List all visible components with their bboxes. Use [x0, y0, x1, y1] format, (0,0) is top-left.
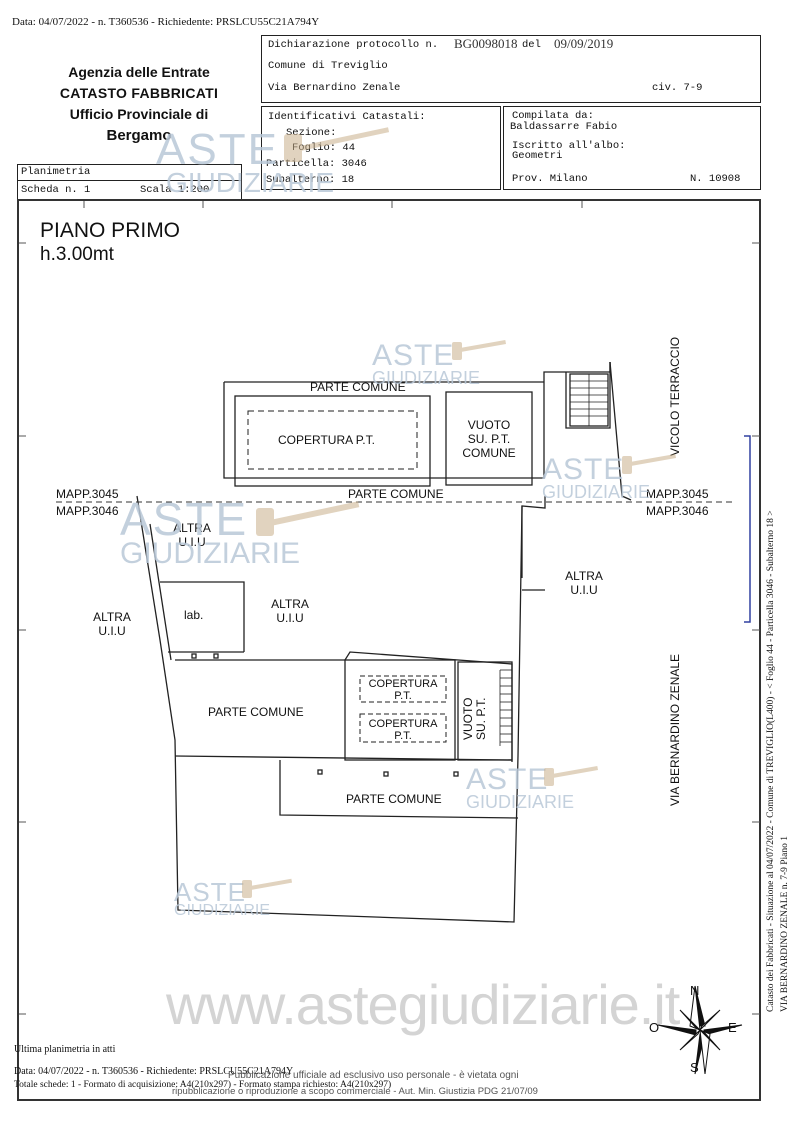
- label-parte-comune-left: PARTE COMUNE: [208, 705, 304, 719]
- planimetria-divider: [17, 180, 242, 181]
- ident-title: Identificativi Catastali:: [268, 111, 426, 123]
- watermark-aste-3: ASTE GIUDIZIARIE: [542, 453, 651, 502]
- plan-height: h.3.00mt: [40, 244, 114, 265]
- compiler-box: [503, 106, 761, 190]
- label-mapp-3046-left: MAPP.3046: [56, 504, 119, 518]
- label-via-zenale: VIA BERNARDINO ZENALE: [668, 653, 682, 806]
- label-altra-uiu-a: ALTRA U.I.U: [173, 521, 211, 549]
- compass-n: N: [690, 983, 700, 998]
- planimetria-label: Planimetria: [21, 166, 91, 178]
- watermark-aste-5: ASTE GIUDIZIARIE: [466, 763, 575, 812]
- agency-office: Ufficio Provinciale di: [69, 106, 209, 122]
- side-text-line2: VIA BERNARDINO ZENALE n. 7-9 Piano 1: [780, 835, 790, 1012]
- agency-name: Agenzia delle Entrate: [68, 64, 210, 80]
- footer-totale-line: Totale schede: 1 - Formato di acquisizio…: [14, 1080, 392, 1090]
- scala-label: Scala 1:200: [140, 184, 210, 196]
- label-mapp-3045-left: MAPP.3045: [56, 487, 119, 501]
- scheda-label: Scheda n. 1: [21, 184, 91, 196]
- label-altra-uiu-c: ALTRA U.I.U: [271, 597, 309, 625]
- declaration-number: BG0098018: [454, 36, 518, 51]
- declaration-date: 09/09/2019: [554, 36, 614, 51]
- label-vuoto-su-pt: VUOTO SU. P.T.: [461, 697, 488, 740]
- label-copertura-pt: COPERTURA P.T.: [278, 433, 375, 447]
- via-text: Via Bernardino Zenale: [268, 82, 401, 94]
- label-lab: lab.: [184, 608, 204, 622]
- label-copertura-2: COPERTURA P.T.: [368, 718, 438, 742]
- footer-pub-line2: ripubblicazione o riproduzione a scopo c…: [172, 1086, 538, 1097]
- label-mapp-3045-right: MAPP.3045: [646, 487, 709, 501]
- declaration-del: del: [522, 39, 541, 51]
- declaration-label: Dichiarazione protocollo n.: [268, 39, 439, 51]
- compass-s: S: [690, 1060, 699, 1075]
- watermark-aste-6: ASTE GIUDIZIARIE: [174, 877, 271, 919]
- side-bracket: [744, 435, 751, 623]
- declaration-box: [261, 35, 761, 103]
- compass-o: O: [649, 1020, 660, 1035]
- prov-text: Prov. Milano: [512, 173, 588, 185]
- civico-text: civ. 7-9: [652, 82, 703, 94]
- plan-frame: [17, 199, 761, 1101]
- ident-box: [261, 106, 501, 190]
- footer-pub-line1: Pubblicazione ufficiale ad esclusivo uso…: [228, 1070, 519, 1081]
- label-altra-uiu-d: ALTRA U.I.U: [93, 610, 131, 638]
- compilata-name: Baldassarre Fabio: [510, 121, 618, 133]
- watermark-aste-1: ASTE GIUDIZIARIE: [156, 125, 335, 198]
- label-parte-comune-top: PARTE COMUNE: [310, 380, 406, 394]
- label-copertura-1: COPERTURA P.T.: [368, 678, 438, 702]
- label-vicolo-terraccio: VICOLO TERRACCIO: [668, 336, 682, 456]
- frame-ticks: [19, 201, 760, 1015]
- label-parte-comune-mid: PARTE COMUNE: [348, 487, 444, 501]
- watermark-site-url: www.astegiudiziarie.it: [166, 973, 680, 1036]
- agency-province: Bergamo: [106, 127, 172, 144]
- label-mapp-3046-right: MAPP.3046: [646, 504, 709, 518]
- numero-text: N. 10908: [690, 173, 741, 185]
- footer-ultima: Ultima planimetria in atti: [14, 1044, 116, 1055]
- compass-e: E: [728, 1020, 737, 1035]
- label-parte-comune-bottom: PARTE COMUNE: [346, 792, 442, 806]
- agency-catasto: CATASTO FABBRICATI: [59, 85, 219, 101]
- lower-outline: [136, 495, 546, 923]
- compass-rose-icon: [657, 985, 743, 1075]
- compilata-label: Compilata da:: [512, 110, 594, 122]
- label-altra-uiu-b: ALTRA U.I.U: [565, 569, 603, 597]
- footer-data-line: Data: 04/07/2022 - n. T360536 - Richiede…: [14, 1066, 294, 1077]
- watermark-aste-2: ASTE GIUDIZIARIE: [372, 339, 481, 388]
- side-text-line1: Catasto dei Fabbricati - Situazione al 0…: [766, 510, 776, 1012]
- agency-block: Agenzia delle Entrate CATASTO FABBRICATI…: [28, 62, 250, 146]
- label-vuoto-comune: VUOTO SU. P.T. COMUNE: [462, 418, 516, 460]
- subalterno-text: Subalterno: 18: [266, 174, 355, 186]
- header-top-line: Data: 04/07/2022 - n. T360536 - Richiede…: [12, 16, 320, 28]
- iscritto-value: Geometri: [512, 150, 563, 162]
- watermark-aste-4: ASTE GIUDIZIARIE: [120, 493, 301, 570]
- iscritto-label: Iscritto all'albo:: [512, 140, 626, 152]
- comune-text: Comune di Treviglio: [268, 60, 388, 72]
- plan-title: PIANO PRIMO: [40, 219, 181, 242]
